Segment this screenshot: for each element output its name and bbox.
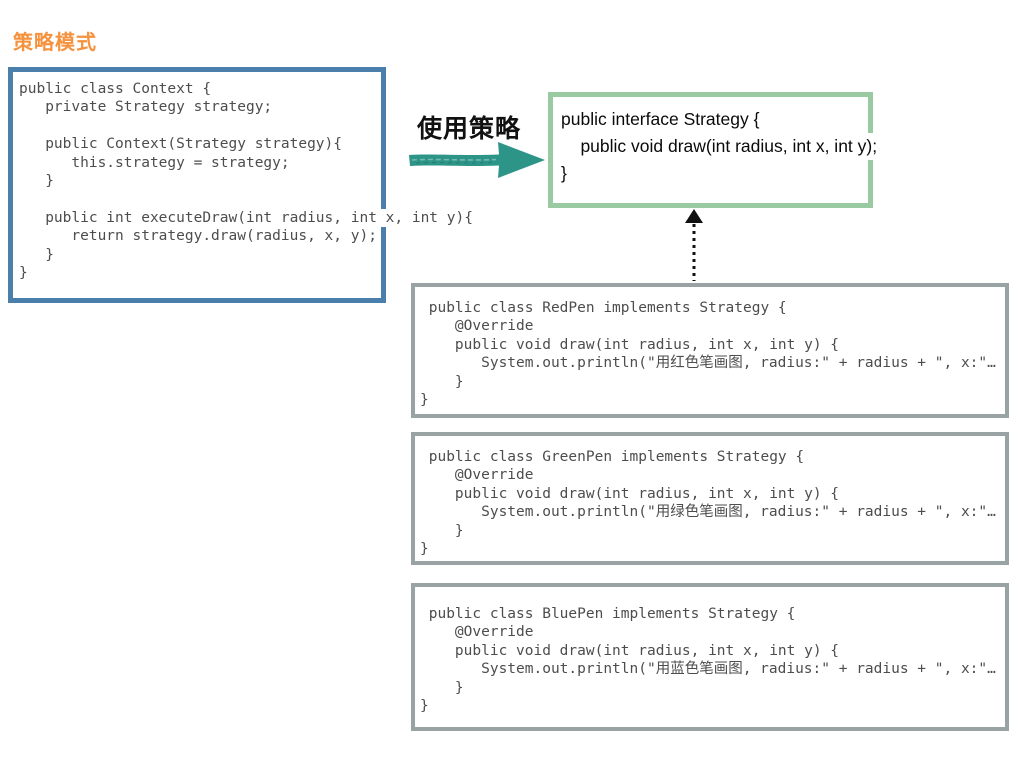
use-strategy-arrow-icon <box>409 142 545 178</box>
bluepen-class-box: public class BluePen implements Strategy… <box>411 583 1009 731</box>
use-strategy-label: 使用策略 <box>417 115 522 143</box>
greenpen-code: public class GreenPen implements Strateg… <box>415 436 1005 559</box>
greenpen-class-box: public class GreenPen implements Strateg… <box>411 432 1009 565</box>
strategy-interface-box: public interface Strategy { public void … <box>548 92 878 208</box>
context-class-box: public class Context { private Strategy … <box>8 67 476 303</box>
redpen-code: public class RedPen implements Strategy … <box>415 287 1005 410</box>
page-title: 策略模式 <box>13 32 97 54</box>
context-code: public class Context { private Strategy … <box>13 72 476 283</box>
redpen-class-box: public class RedPen implements Strategy … <box>411 283 1009 418</box>
implements-arrow-icon <box>685 209 703 281</box>
bluepen-code: public class BluePen implements Strategy… <box>415 587 1005 716</box>
strategy-interface-code: public interface Strategy { public void … <box>553 97 878 187</box>
